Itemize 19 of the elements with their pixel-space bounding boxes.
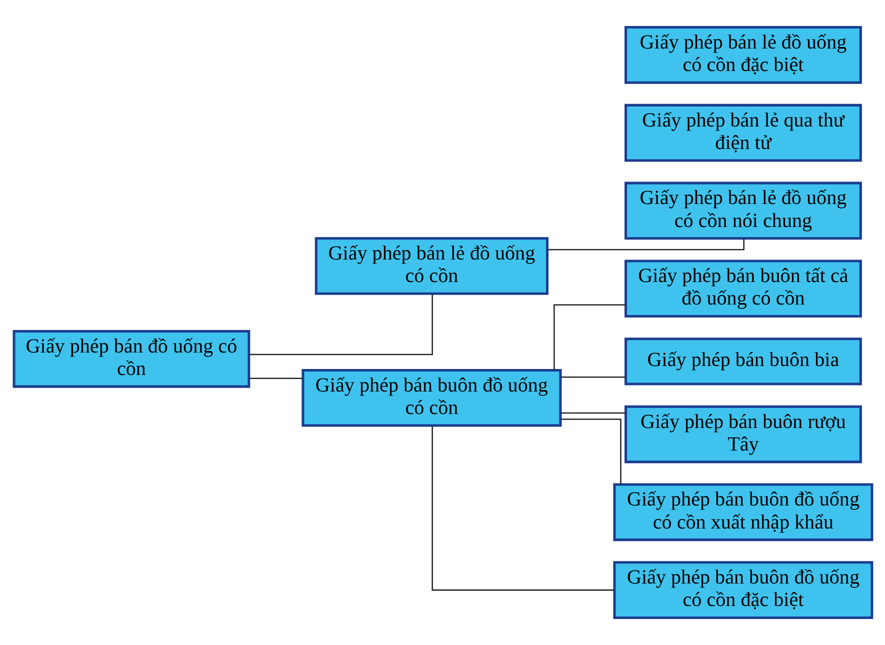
node-box: Giấy phép bán buôn tất cả đồ uống có cồn	[624, 260, 862, 318]
connector	[553, 304, 626, 370]
node-box: Giấy phép bán lẻ qua thư điện tử	[624, 104, 862, 162]
node-box: Giấy phép bán buôn đồ uống có cồn	[301, 368, 562, 427]
connector	[560, 418, 621, 484]
connector	[248, 378, 302, 380]
node-box: Giấy phép bán lẻ đồ uống có cồn	[314, 237, 548, 295]
node-box: Giấy phép bán đồ uống có cồn	[12, 330, 250, 388]
node-box: Giấy phép bán buôn bia	[624, 338, 862, 386]
connector	[546, 238, 744, 250]
connector	[560, 412, 625, 414]
node-box: Giấy phép bán buôn đồ uống có cồn đặc biệt	[612, 561, 873, 619]
node-box: Giấy phép bán lẻ đồ uống có cồn đặc biệt	[624, 26, 862, 84]
node-box: Giấy phép bán buôn đồ uống có cồn xuất nhập khẩu	[612, 483, 873, 542]
connector	[248, 294, 432, 356]
connector	[560, 376, 625, 378]
connector	[431, 426, 614, 591]
node-box: Giấy phép bán buôn rượu Tây	[624, 405, 862, 464]
node-box: Giấy phép bán lẻ đồ uống có cồn nói chung	[624, 182, 862, 240]
